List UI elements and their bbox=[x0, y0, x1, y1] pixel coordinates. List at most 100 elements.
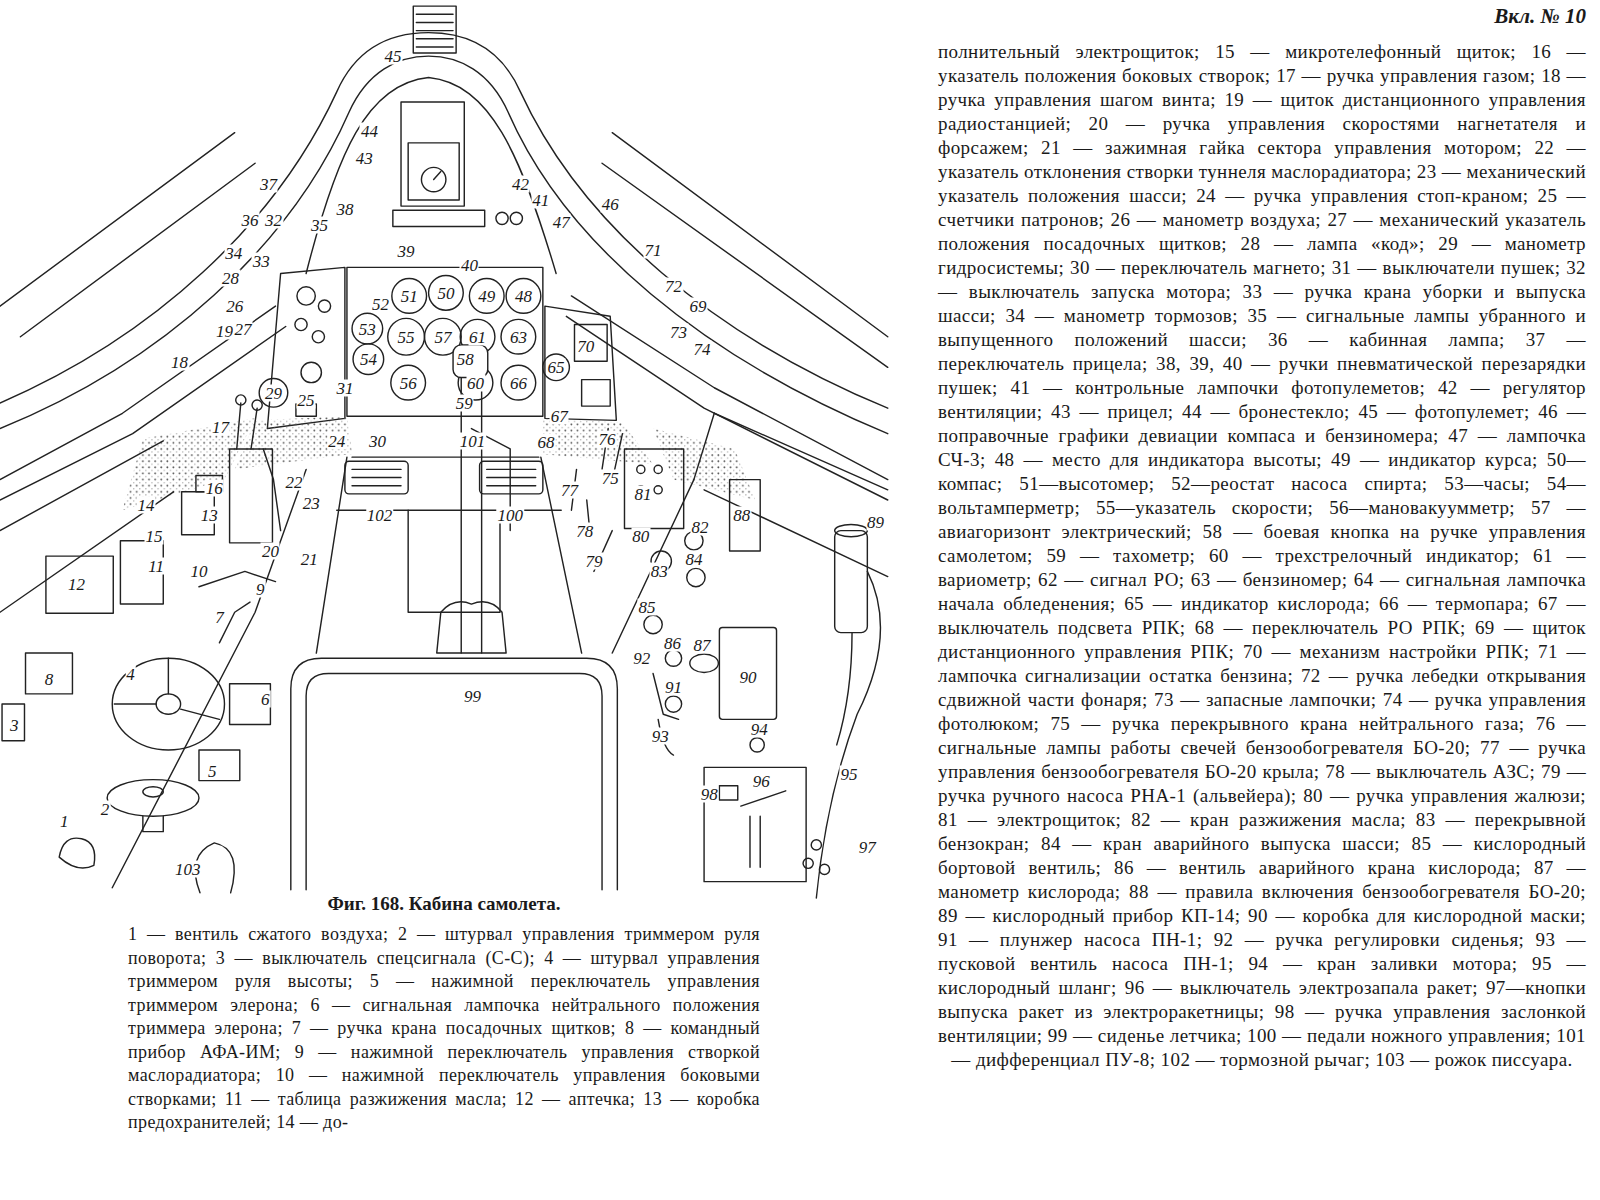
callout-number: 12 bbox=[67, 575, 86, 592]
callout-number: 84 bbox=[684, 551, 703, 568]
legend-item: 34 — манометр тормозов; bbox=[1005, 305, 1237, 326]
callout-number: 74 bbox=[693, 341, 712, 358]
callout-number: 44 bbox=[360, 122, 379, 139]
legend-item: 41 — контрольные лампочки фотопулеметов; bbox=[1010, 377, 1425, 398]
legend-item: 100 — педали ножного управления; bbox=[1247, 1025, 1551, 1046]
callout-number: 33 bbox=[252, 253, 271, 270]
callout-number: 70 bbox=[576, 337, 595, 354]
callout-number: 66 bbox=[509, 374, 528, 391]
callout-number: 51 bbox=[400, 287, 419, 304]
callout-number: 17 bbox=[211, 418, 230, 435]
callout-number: 38 bbox=[335, 201, 354, 218]
callout-number: 16 bbox=[205, 479, 224, 496]
callout-number: 7 bbox=[214, 609, 225, 626]
callout-number: 49 bbox=[477, 287, 496, 304]
callout-number: 57 bbox=[433, 328, 452, 345]
callout-number: 72 bbox=[664, 277, 683, 294]
legend-item: 68 — переключатель РО РПК; bbox=[1195, 617, 1466, 638]
legend-item: 30 — переключатель магнето; bbox=[1070, 257, 1326, 278]
callout-number: 9 bbox=[255, 580, 266, 597]
callout-number: 76 bbox=[598, 430, 617, 447]
callout-number: 75 bbox=[601, 469, 620, 486]
legend-item: 84 — кран аварийного выпуска шасси; bbox=[1041, 833, 1400, 854]
legend-column: полнительный электрощиток; 15 — микротел… bbox=[938, 40, 1586, 1072]
legend-item: 48 — место для индикатора высоты; bbox=[995, 449, 1322, 470]
callout-number: 69 bbox=[689, 298, 708, 315]
legend-item: 21 — зажимная гайка сектора управления м… bbox=[1041, 137, 1522, 158]
callout-number: 94 bbox=[750, 720, 769, 737]
legend-item: 60 — трехстрелочный индикатор; bbox=[1209, 545, 1519, 566]
callout-number: 24 bbox=[327, 432, 346, 449]
callout-number: 77 bbox=[560, 481, 579, 498]
callout-number: 37 bbox=[259, 175, 278, 192]
legend-item: 82 — кран разжижения масла; bbox=[1131, 809, 1406, 830]
callout-number: 103 bbox=[174, 861, 202, 878]
legend-item: 17 — ручка управления газом; bbox=[1276, 65, 1535, 86]
callout-number: 65 bbox=[547, 359, 566, 376]
legend-item: 3 — выключатель спецсигнала (С-С); bbox=[216, 948, 535, 968]
callout-number: 98 bbox=[700, 785, 719, 802]
legend-item: 1 — вентиль сжатого воздуха; bbox=[128, 924, 388, 944]
callout-number: 29 bbox=[264, 384, 283, 401]
callout-number: 58 bbox=[456, 351, 475, 368]
legend-item: 75 — ручка перекрывного крана нейтрально… bbox=[1050, 713, 1524, 734]
legend-item: 102 — тормозной рычаг; bbox=[1161, 1049, 1371, 1070]
callout-number: 60 bbox=[466, 374, 485, 391]
callout-number: 31 bbox=[335, 379, 354, 396]
callout-number: 97 bbox=[858, 838, 877, 855]
callout-number: 52 bbox=[371, 296, 390, 313]
callout-number: 55 bbox=[397, 328, 416, 345]
callout-number: 13 bbox=[200, 507, 219, 524]
callout-number: 28 bbox=[221, 269, 240, 286]
legend-item: 89 — кислородный прибор КП-14; bbox=[938, 905, 1240, 926]
legend-item: 103 — рожок писсуара. bbox=[1375, 1049, 1572, 1070]
callout-number: 80 bbox=[631, 527, 650, 544]
callout-number: 83 bbox=[650, 563, 669, 580]
legend-item: 31 — выключатели пушек; bbox=[1332, 257, 1561, 278]
callout-number: 56 bbox=[399, 374, 418, 391]
callout-number: 95 bbox=[840, 765, 859, 782]
callout-number: 47 bbox=[552, 214, 571, 231]
legend-item: 91 — плунжер насоса ПН-1; bbox=[938, 929, 1202, 950]
figure-caption: Фиг. 168. Кабина самолета. bbox=[328, 893, 561, 915]
callout-number: 5 bbox=[207, 763, 218, 780]
callout-number: 35 bbox=[310, 216, 329, 233]
callout-number: 54 bbox=[359, 351, 378, 368]
legend-item: 43 — прицел; bbox=[1051, 401, 1173, 422]
callout-number: 79 bbox=[584, 553, 603, 570]
callout-number: 4 bbox=[125, 665, 136, 682]
legend-item: 26 — манометр воздуха; bbox=[1111, 209, 1321, 230]
legend-item: 28 — лампа «код»; bbox=[1241, 233, 1425, 254]
callout-number: 10 bbox=[190, 563, 209, 580]
figure-caption: Фиг. 168. Кабина самолета. bbox=[328, 893, 561, 914]
callout-number: 3 bbox=[9, 716, 20, 733]
legend-item: 73 — запасные лампочки; bbox=[1154, 689, 1376, 710]
page-insert-mark: Вкл. № 10 bbox=[1494, 4, 1586, 28]
callout-number: 61 bbox=[468, 328, 487, 345]
legend-item: 24 — ручка управления стоп-краном; bbox=[1196, 185, 1528, 206]
legend-item: 80 — ручка управления жалюзи; bbox=[1303, 785, 1586, 806]
callout-number: 48 bbox=[514, 287, 533, 304]
callout-number: 88 bbox=[732, 507, 751, 524]
callout-number: 87 bbox=[693, 636, 712, 653]
legend-item: 12 — аптечка; bbox=[515, 1089, 635, 1109]
legend-item: 96 — выключатель электрозапала ракет; bbox=[1125, 977, 1478, 998]
legend-item: 94 — кран заливки мотора; bbox=[1248, 953, 1517, 974]
callout-number: 89 bbox=[866, 514, 885, 531]
callout-number: 14 bbox=[136, 497, 155, 514]
legend-item: 55—указатель скорости; bbox=[1096, 497, 1313, 518]
callout-number: 6 bbox=[260, 691, 271, 708]
legend-item: 51—высотомер; bbox=[1019, 473, 1154, 494]
callout-number: 59 bbox=[455, 395, 474, 412]
callout-number: 50 bbox=[436, 284, 455, 301]
callout-number: 26 bbox=[225, 298, 244, 315]
callout-number: 34 bbox=[224, 245, 243, 262]
callout-number: 1 bbox=[59, 813, 70, 830]
callout-number: 93 bbox=[651, 727, 670, 744]
callout-number: 92 bbox=[632, 650, 651, 667]
callout-number: 101 bbox=[459, 432, 487, 449]
callout-number: 43 bbox=[355, 150, 374, 167]
callout-number: 90 bbox=[739, 668, 758, 685]
callout-number: 32 bbox=[264, 212, 283, 229]
callout-number: 2 bbox=[100, 801, 111, 818]
